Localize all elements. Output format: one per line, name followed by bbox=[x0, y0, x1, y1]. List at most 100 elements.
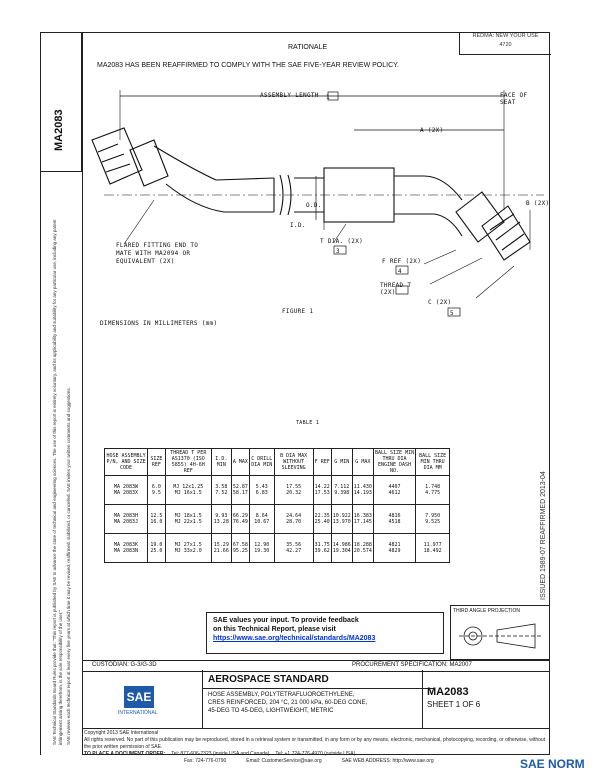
rationale-title: RATIONALE bbox=[288, 44, 328, 51]
thread-label: THREAD T (2X) bbox=[380, 282, 412, 296]
table-cell: 1.748 4.775 bbox=[415, 475, 450, 505]
table-cell: 17.55 20.32 bbox=[273, 475, 314, 505]
table-header-cell: SIZE REF bbox=[147, 448, 166, 476]
table-cell: 35.56 42.27 bbox=[273, 533, 314, 563]
flag-4: 4 bbox=[398, 268, 402, 275]
table-header-cell: G MAX bbox=[351, 448, 374, 476]
table-header-cell: G MIN bbox=[330, 448, 353, 476]
top-box-line2: 4720 bbox=[499, 42, 512, 48]
doc-id-cell: MA2083 SHEET 1 OF 6 bbox=[422, 670, 551, 728]
top-right-box: REDMA: NEW YOUR USE 4720 bbox=[459, 32, 551, 55]
flared-note-line3: EQUIVALENT (2X) bbox=[116, 258, 175, 265]
tel-intl: Tel: +1 724-776-4970 (outside USA) bbox=[275, 751, 356, 757]
table-cell: 4821 4829 bbox=[372, 533, 417, 563]
face-of-seat-label: FACE OF SEAT bbox=[500, 92, 528, 106]
table-cell: 52.87 58.17 bbox=[230, 475, 250, 505]
page-frame bbox=[82, 32, 550, 755]
table-cell: 8.64 10.67 bbox=[248, 504, 275, 534]
table-cell: 14.22 17.53 bbox=[312, 475, 332, 505]
table-cell: 24.64 28.70 bbox=[273, 504, 314, 534]
desc-line1: HOSE ASSEMBLY, POLYTETRAFLUOROETHYLENE, bbox=[208, 692, 355, 698]
feedback-link[interactable]: https://www.sae.org/technical/standards/… bbox=[213, 635, 376, 642]
custodian-row: CUSTODIAN: G-3/G-3D PROCUREMENT SPECIFIC… bbox=[82, 660, 550, 672]
fax: Fax: 724-776-0790 bbox=[184, 758, 227, 764]
title-doc-number: MA2083 bbox=[427, 686, 469, 698]
dimensions-note: DIMENSIONS IN MILLIMETERS (mm) bbox=[100, 320, 218, 327]
figure-1-drawing bbox=[91, 90, 544, 317]
flared-fitting-note: FLARED FITTING END TO MATE WITH MA2094 O… bbox=[116, 242, 198, 266]
footer: Copyright 2013 SAE International All rig… bbox=[84, 730, 550, 765]
table-title: TABLE 1 bbox=[296, 420, 320, 426]
web-address[interactable]: SAE WEB ADDRESS: http://www.sae.org bbox=[341, 758, 434, 764]
table-cell: 19.0 25.0 bbox=[147, 533, 166, 563]
table-header-cell: A MAX bbox=[230, 448, 250, 476]
flared-note-line2: MATE WITH MA2094 OR bbox=[116, 250, 191, 257]
desc-line3: 45-DEG TO 45-DEG, LIGHTWEIGHT, METRIC bbox=[208, 708, 334, 714]
table-header-cell: BALL SIZE MIN THRU DIA MM bbox=[415, 448, 450, 476]
copyright: Copyright 2013 SAE International bbox=[84, 730, 159, 736]
logo-cell: SAE INTERNATIONAL bbox=[82, 670, 203, 728]
table-cell: 18.288 20.574 bbox=[351, 533, 374, 563]
tel-usa: Tel: 877-606-7323 (inside USA and Canada… bbox=[171, 751, 270, 757]
table-cell: 12.90 19.30 bbox=[248, 533, 275, 563]
table-cell: MJ 12x1.25 MJ 16x1.5 bbox=[164, 475, 212, 505]
email[interactable]: Email: CustomerService@sae.org bbox=[246, 758, 322, 764]
table-header-cell: BALL SIZE MIN THRU DIA ENGINE DASH NO. bbox=[372, 448, 417, 476]
table-cell: 3.58 7.52 bbox=[210, 475, 232, 505]
table-cell: 4816 4518 bbox=[372, 504, 417, 534]
spine-rules-text: SAE Technical Standards Board Rules prov… bbox=[52, 219, 63, 745]
table-cell: MJ 18x1.5 MJ 22x1.5 bbox=[164, 504, 212, 534]
projection-symbol-icon bbox=[459, 623, 541, 649]
table-header-cell: C DRILL DIA MIN bbox=[248, 448, 275, 476]
table-cell: 11.977 18.492 bbox=[415, 533, 450, 563]
top-box-line1: REDMA: NEW YOUR USE bbox=[472, 33, 539, 39]
rationale-text: MA2083 HAS BEEN REAFFIRMED TO COMPLY WIT… bbox=[97, 62, 399, 69]
standard-heading: AEROSPACE STANDARD bbox=[208, 674, 329, 685]
c-dim-label: C (2X) bbox=[428, 299, 452, 306]
feedback-line1: SAE values your input. To provide feedba… bbox=[213, 617, 359, 624]
table-header-cell: I.D. MIN bbox=[210, 448, 232, 476]
spine-doc-number: MA2083 bbox=[53, 109, 65, 151]
flag-3: 3 bbox=[336, 248, 340, 255]
table-cell: 12.5 16.0 bbox=[147, 504, 166, 534]
table-cell: 15.29 21.66 bbox=[210, 533, 232, 563]
table-header-cell: HOSE ASSEMBLY P/N, AND SIZE CODE bbox=[103, 448, 149, 476]
table-cell: 11.430 14.193 bbox=[351, 475, 374, 505]
od-label: O.D. bbox=[306, 202, 322, 209]
table-cell: MA 2083K MA 2083N bbox=[103, 533, 149, 563]
table-cell: 10.922 13.970 bbox=[330, 504, 353, 534]
a-dim-label: A (2X) bbox=[420, 127, 444, 134]
t-dia-label: T DIA. (2X) bbox=[320, 238, 364, 245]
issued-reaffirmed-note: ISSUED 1989-07 REAFFIRMED 2013-04 bbox=[540, 471, 547, 600]
flared-note-line1: FLARED FITTING END TO bbox=[116, 242, 199, 249]
table-cell: MA 2083H MA 2083J bbox=[103, 504, 149, 534]
table-cell: 7.112 9.398 bbox=[330, 475, 353, 505]
table-cell: 14.986 19.304 bbox=[330, 533, 353, 563]
desc-line2: CRES REINFORCED, 204 °C, 21 000 kPa, 60-… bbox=[208, 700, 368, 706]
table-cell: 67.58 95.25 bbox=[230, 533, 250, 563]
b-dim-label: B (2X) bbox=[526, 200, 550, 207]
flag-1: 1 bbox=[326, 94, 330, 101]
custodian-label: CUSTODIAN: G-3/G-3D bbox=[92, 662, 157, 668]
flag-5: 5 bbox=[450, 310, 454, 317]
table-cell: 4407 4612 bbox=[372, 475, 417, 505]
table-cell: 16.383 17.145 bbox=[351, 504, 374, 534]
sheet-label: SHEET 1 OF 6 bbox=[427, 700, 481, 709]
spine-review-text: SAE reviews each technical report at lea… bbox=[66, 387, 71, 745]
order-label: TO PLACE A DOCUMENT ORDER: bbox=[84, 751, 166, 757]
rights-text: All rights reserved. No part of this pub… bbox=[84, 737, 546, 750]
table-cell: 6.0 9.5 bbox=[147, 475, 166, 505]
table-cell: 66.29 76.49 bbox=[230, 504, 250, 534]
table-cell: MJ 27x1.5 MJ 33x2.0 bbox=[164, 533, 212, 563]
table-cell: 5.43 6.83 bbox=[248, 475, 275, 505]
feedback-box: SAE values your input. To provide feedba… bbox=[206, 612, 444, 654]
third-angle-projection-box: THIRD ANGLE PROJECTION bbox=[450, 605, 550, 660]
left-margin-frame bbox=[40, 32, 82, 755]
f-ref-label: F REF (2X) bbox=[382, 258, 422, 265]
table-cell: MA 2083W MA 2083X bbox=[103, 475, 149, 505]
sae-logo: SAE bbox=[124, 686, 154, 708]
table-cell: 31.75 39.62 bbox=[312, 533, 332, 563]
title-description: HOSE ASSEMBLY, POLYTETRAFLUOROETHYLENE, … bbox=[202, 688, 434, 717]
table-cell: 7.950 9.525 bbox=[415, 504, 450, 534]
